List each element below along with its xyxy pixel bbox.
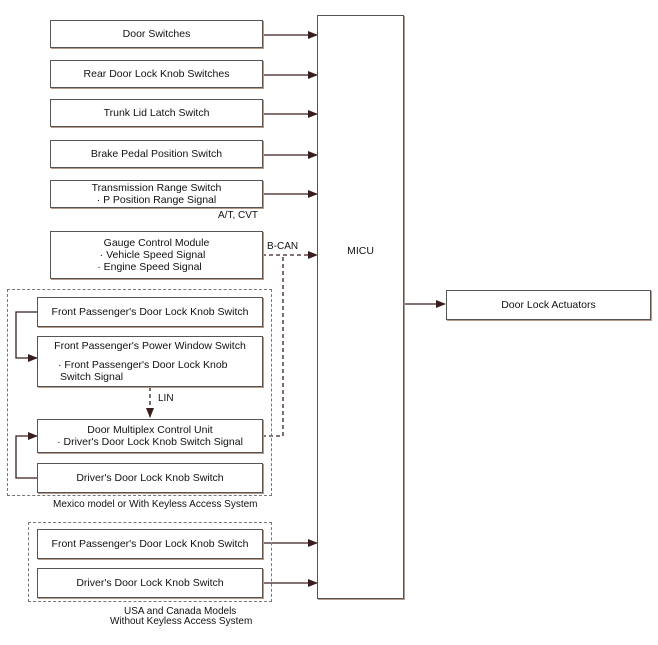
gauge-signal-1: · Vehicle Speed Signal: [99, 249, 206, 261]
mexico-group-border: [7, 289, 272, 496]
transmission-title: Transmission Range Switch: [91, 182, 222, 194]
micu-label: MICU: [347, 245, 374, 257]
mx-fp-knob-box: Front Passenger's Door Lock Knob Switch: [37, 297, 263, 327]
gauge-box: Gauge Control Module · Vehicle Speed Sig…: [50, 231, 263, 279]
transmission-signal: · P Position Range Signal: [96, 194, 217, 206]
door-lock-actuators-box: Door Lock Actuators: [446, 290, 651, 320]
trunk-box: Trunk Lid Latch Switch: [50, 99, 263, 127]
mx-fp-pw-signal-1: · Front Passenger's Door Lock Knob: [58, 359, 228, 371]
gauge-signal-2: · Engine Speed Signal: [97, 261, 202, 273]
rear-knob-label: Rear Door Lock Knob Switches: [83, 68, 230, 80]
usa-caption-1: USA and Canada Models: [124, 606, 237, 617]
bcan-dmcu-line: [262, 255, 284, 437]
transmission-note: A/T, CVT: [218, 210, 259, 221]
rear-knob-box: Rear Door Lock Knob Switches: [50, 60, 263, 88]
gauge-title: Gauge Control Module: [103, 237, 210, 249]
mx-drv-knob-label: Driver's Door Lock Knob Switch: [76, 472, 224, 484]
door-switches-label: Door Switches: [122, 28, 191, 40]
transmission-box: Transmission Range Switch · P Position R…: [50, 180, 263, 208]
us-fp-knob-label: Front Passenger's Door Lock Knob Switch: [51, 538, 249, 550]
door-switches-box: Door Switches: [50, 20, 263, 48]
bcan-label: B-CAN: [267, 241, 299, 252]
lin-label: LIN: [158, 393, 174, 404]
brake-box: Brake Pedal Position Switch: [50, 140, 263, 168]
mx-dmcu-box: Door Multiplex Control Unit · Driver's D…: [37, 419, 263, 453]
mx-drv-knob-box: Driver's Door Lock Knob Switch: [37, 463, 263, 493]
usa-caption-2: Without Keyless Access System: [110, 616, 253, 627]
loop-drv-knob: [15, 432, 38, 479]
micu-box: MICU: [317, 15, 404, 599]
us-drv-knob-box: Driver's Door Lock Knob Switch: [37, 568, 263, 598]
mx-dmcu-title: Door Multiplex Control Unit: [87, 424, 213, 436]
usa-group-border: [28, 522, 272, 602]
loop-fp-knob: [15, 311, 38, 362]
mx-fp-knob-label: Front Passenger's Door Lock Knob Switch: [51, 306, 249, 318]
mexico-caption: Mexico model or With Keyless Access Syst…: [53, 499, 258, 510]
mx-fp-power-window-box: Front Passenger's Power Window Switch · …: [37, 336, 263, 387]
trunk-label: Trunk Lid Latch Switch: [103, 107, 210, 119]
us-fp-knob-box: Front Passenger's Door Lock Knob Switch: [37, 529, 263, 559]
us-drv-knob-label: Driver's Door Lock Knob Switch: [76, 577, 224, 589]
mx-fp-pw-title: Front Passenger's Power Window Switch: [54, 340, 246, 352]
door-lock-actuators-label: Door Lock Actuators: [501, 299, 596, 311]
mx-fp-pw-signal-2: Switch Signal: [60, 371, 124, 383]
mx-dmcu-signal: · Driver's Door Lock Knob Switch Signal: [57, 436, 243, 448]
brake-label: Brake Pedal Position Switch: [90, 148, 223, 160]
